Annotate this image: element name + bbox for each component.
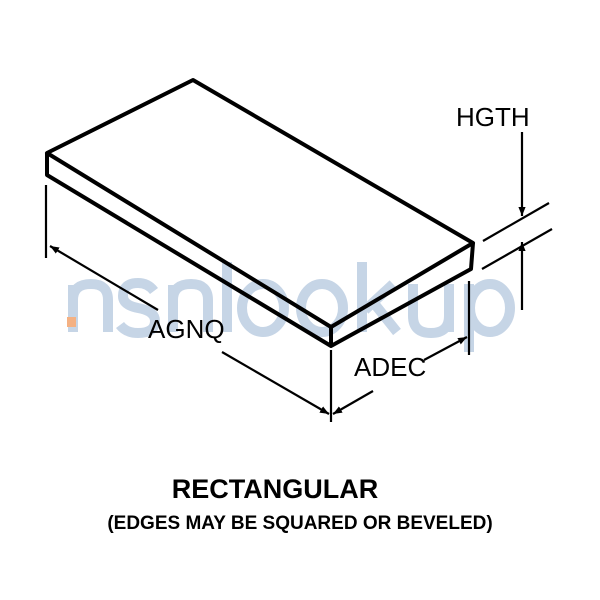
watermark-letter-p-bowl (465, 279, 515, 337)
hgth-extension-bottom (481, 228, 553, 270)
diagram-title: RECTANGULAR (171, 474, 379, 504)
hgth-extension-top (482, 202, 550, 242)
watermark-letter-u (408, 284, 454, 339)
watermark-letter-o (237, 279, 289, 337)
adec-label: ADEC (354, 352, 426, 382)
adec-arrow-left (332, 390, 374, 415)
diagram-subtitle: (EDGES MAY BE SQUARED OR BEVELED) (107, 513, 493, 534)
watermark-dot (67, 317, 76, 327)
watermark (68, 262, 515, 352)
dimension-lines (44, 132, 553, 422)
adec-arrow-right (423, 336, 468, 361)
watermark-letter-n (168, 278, 213, 332)
agnq-arrow-right (221, 351, 330, 415)
agnq-label: AGNQ (148, 314, 225, 344)
hgth-label: HGTH (456, 102, 530, 132)
watermark-letter-s (116, 277, 161, 339)
block-outline (45, 78, 475, 348)
watermark-letter-n (68, 278, 113, 332)
agnq-arrow-left (49, 245, 159, 311)
